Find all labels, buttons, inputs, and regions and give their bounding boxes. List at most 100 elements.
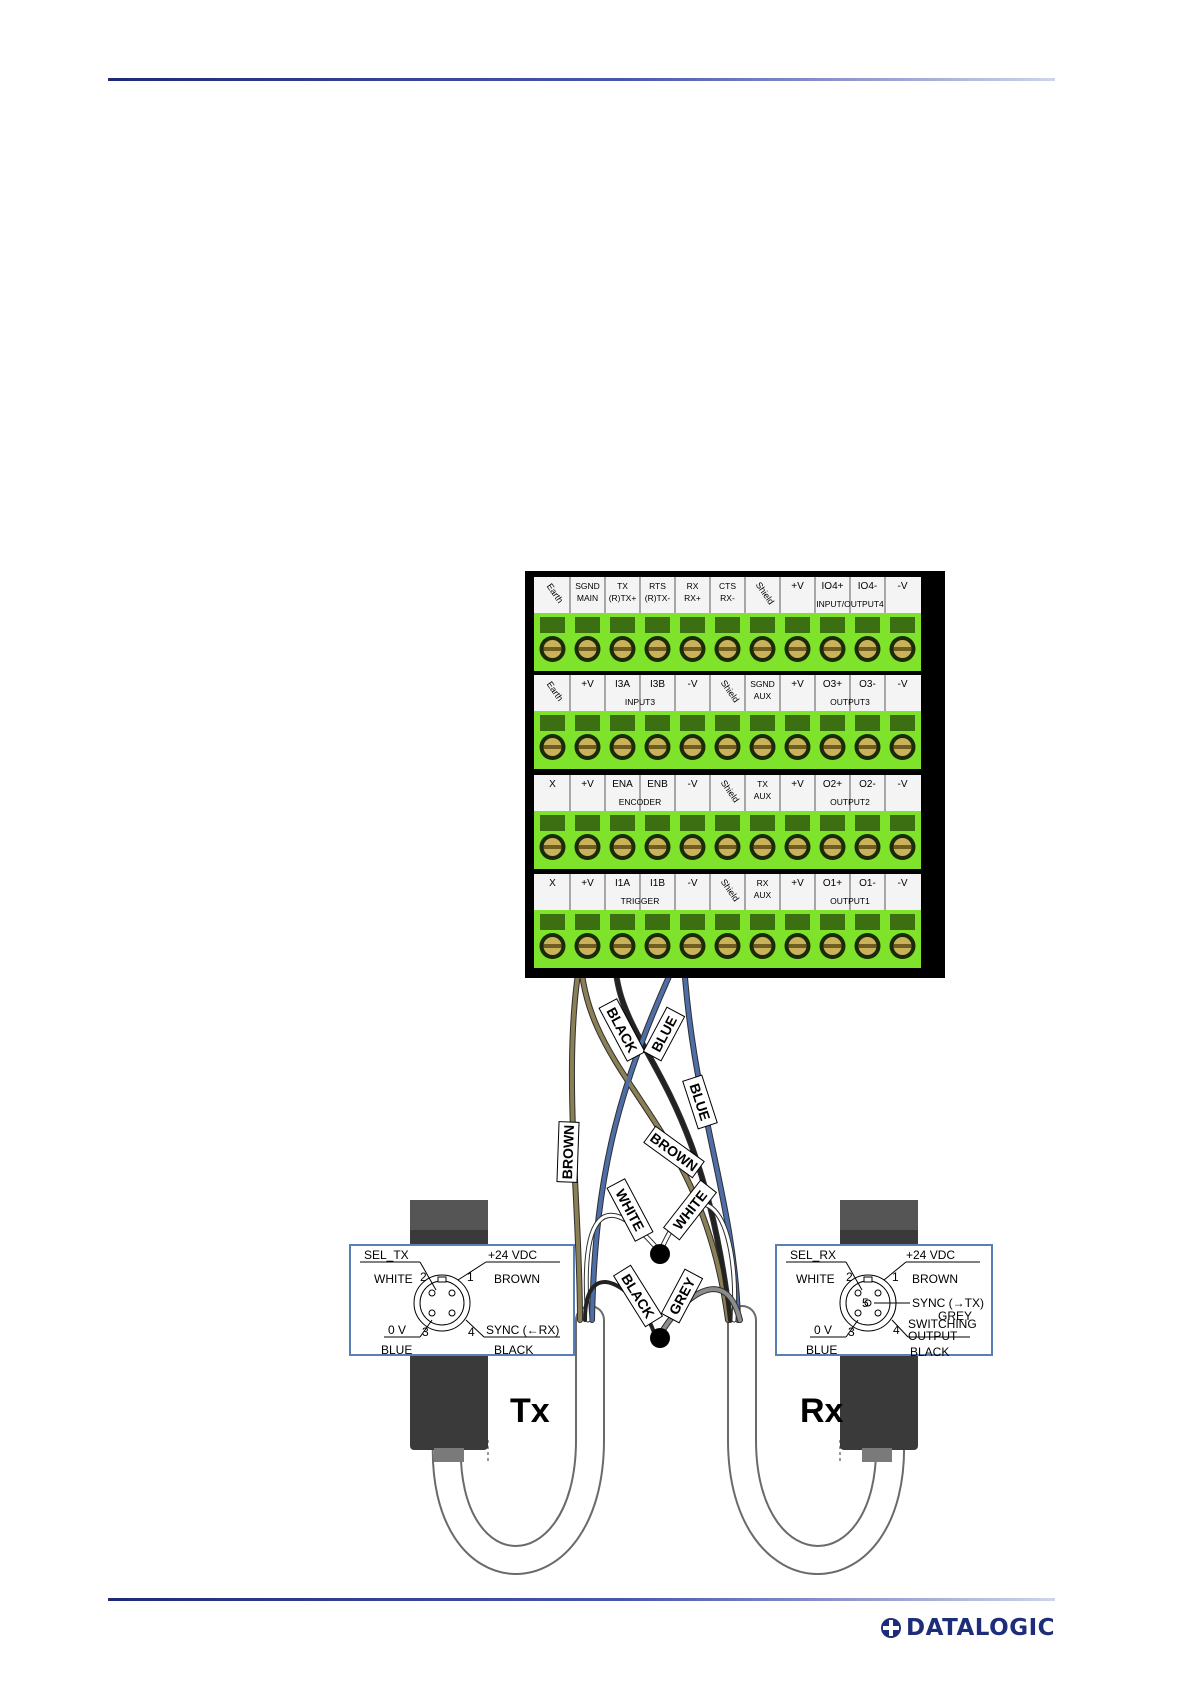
- row-number: 2: [925, 785, 932, 800]
- tx-color-black: BLACK: [494, 1343, 533, 1357]
- rx-pin-num-5: 5: [862, 1296, 869, 1310]
- row-number: 1: [925, 884, 932, 899]
- rx-pin-num-3: 3: [848, 1325, 855, 1339]
- footer-rule: [108, 1598, 1055, 1601]
- terminal-group-label: INPUT/OUTPUT4: [816, 599, 884, 609]
- terminal-label: TX: [617, 581, 628, 591]
- terminal-label: +V: [581, 878, 594, 889]
- tx-pin-0v: 0 V: [388, 1323, 406, 1337]
- terminal-label: X: [549, 779, 556, 790]
- terminal-label: -V: [688, 878, 698, 889]
- tx-pinout: SEL_TX +24 VDC WHITE BROWN 2 1 3 4 0 V S…: [349, 1244, 575, 1357]
- terminal-label: -V: [688, 679, 698, 690]
- terminal-label: O1-: [859, 878, 876, 889]
- rx-color-brown: BROWN: [912, 1272, 958, 1286]
- terminal-label: RX-: [720, 593, 735, 603]
- terminal-label: O2+: [823, 779, 842, 790]
- tx-cable: [431, 1305, 605, 1575]
- terminal-label: -V: [898, 779, 908, 790]
- terminal-group-label: TRIGGER: [621, 896, 660, 906]
- rx-pin-24v: +24 VDC: [906, 1248, 955, 1262]
- logo-text: DATALOGIC: [906, 1615, 1056, 1641]
- rx-pin-num-2: 2: [846, 1270, 853, 1284]
- terminal-label: +V: [791, 779, 804, 790]
- wire-tag: WHITE: [606, 1178, 654, 1242]
- wire-tag: BLACK: [612, 1264, 664, 1328]
- wire-brown-rx: [578, 944, 730, 1322]
- wire-tag: BROWN: [556, 1121, 580, 1183]
- junction-white: [650, 1244, 670, 1264]
- rx-color-grey: GREY: [938, 1309, 972, 1323]
- terminal-group-label: OUTPUT2: [830, 797, 870, 807]
- terminal-label: IO4+: [822, 581, 844, 592]
- tx-color-brown: BROWN: [494, 1272, 540, 1286]
- rx-color-white: WHITE: [796, 1272, 835, 1286]
- rx-pinout: SEL_RX +24 VDC WHITE BROWN 2 1 5 3 4 SYN…: [775, 1244, 993, 1359]
- wire-blue-rx: [681, 944, 740, 1322]
- terminal-label: I3A: [615, 679, 630, 690]
- terminal-label: +V: [791, 878, 804, 889]
- row-number: 4: [925, 587, 932, 602]
- junction-sync: [650, 1328, 670, 1348]
- tx-pin-num-3: 3: [422, 1325, 429, 1339]
- terminal-label: I3B: [650, 679, 665, 690]
- wire-grey-sync: [658, 1287, 742, 1337]
- terminal-label: X: [549, 878, 556, 889]
- terminal-label: +V: [581, 679, 594, 690]
- terminal-label: AUX: [754, 791, 772, 801]
- tx-color-white: WHITE: [374, 1272, 413, 1286]
- terminal-group-label: INPUT3: [625, 697, 656, 707]
- terminal-label: +V: [581, 779, 594, 790]
- terminal-label: ENA: [612, 779, 633, 790]
- rx-color-black: BLACK: [910, 1345, 949, 1359]
- rx-pin-num-1: 1: [892, 1270, 899, 1284]
- terminal-label: RX+: [684, 593, 701, 603]
- rx-pin-output: OUTPUT: [908, 1329, 958, 1343]
- rx-pin-switching: SWITCHING: [908, 1317, 977, 1331]
- tx-pin-sel: SEL_TX: [364, 1248, 409, 1262]
- terminal-label: (R)TX+: [609, 593, 637, 603]
- terminal-group-label: OUTPUT3: [830, 697, 870, 707]
- terminal-label: IO4-: [858, 581, 877, 592]
- row-number: 3: [925, 685, 932, 700]
- terminal-label: -V: [898, 679, 908, 690]
- terminal-label: RX: [687, 581, 699, 591]
- terminal-label: +V: [791, 679, 804, 690]
- terminal-label: AUX: [754, 890, 772, 900]
- terminal-label: -V: [898, 581, 908, 592]
- tx-color-blue: BLUE: [381, 1343, 412, 1357]
- tx-pin-sync: SYNC (←RX): [486, 1323, 559, 1337]
- terminal-label: O2-: [859, 779, 876, 790]
- rx-pin-sel: SEL_RX: [790, 1248, 836, 1262]
- tx-title: Tx: [510, 1392, 550, 1430]
- rx-color-blue: BLUE: [806, 1343, 837, 1357]
- wire-blue-tx: [590, 944, 685, 1322]
- terminal-label: SGND: [575, 581, 600, 591]
- tx-pin-num-4: 4: [468, 1325, 475, 1339]
- rx-title: Rx: [800, 1392, 844, 1430]
- tx-pin-24v: +24 VDC: [488, 1248, 537, 1262]
- rx-pin-num-4: 4: [893, 1323, 900, 1337]
- terminal-label: RTS: [649, 581, 666, 591]
- terminal-label: I1B: [650, 878, 665, 889]
- header-rule: [108, 78, 1055, 81]
- svg-text:WHITE: WHITE: [612, 1186, 647, 1233]
- terminal-label: (R)TX-: [645, 593, 671, 603]
- terminal-label: ENB: [647, 779, 668, 790]
- rx-cable: [727, 1305, 906, 1575]
- wire-tag: BLUE: [682, 1074, 718, 1130]
- svg-text:BROWN: BROWN: [559, 1125, 577, 1180]
- terminal-label: O3+: [823, 679, 842, 690]
- tx-pin-num-1: 1: [467, 1270, 474, 1284]
- terminal-label: -V: [688, 779, 698, 790]
- datalogic-logo: DATALOGIC: [880, 1614, 1055, 1642]
- terminal-group-label: ENCODER: [619, 797, 662, 807]
- terminal-label: MAIN: [577, 593, 598, 603]
- datalogic-mark-icon: [881, 1618, 901, 1638]
- terminal-label: I1A: [615, 878, 630, 889]
- terminal-label: O3-: [859, 679, 876, 690]
